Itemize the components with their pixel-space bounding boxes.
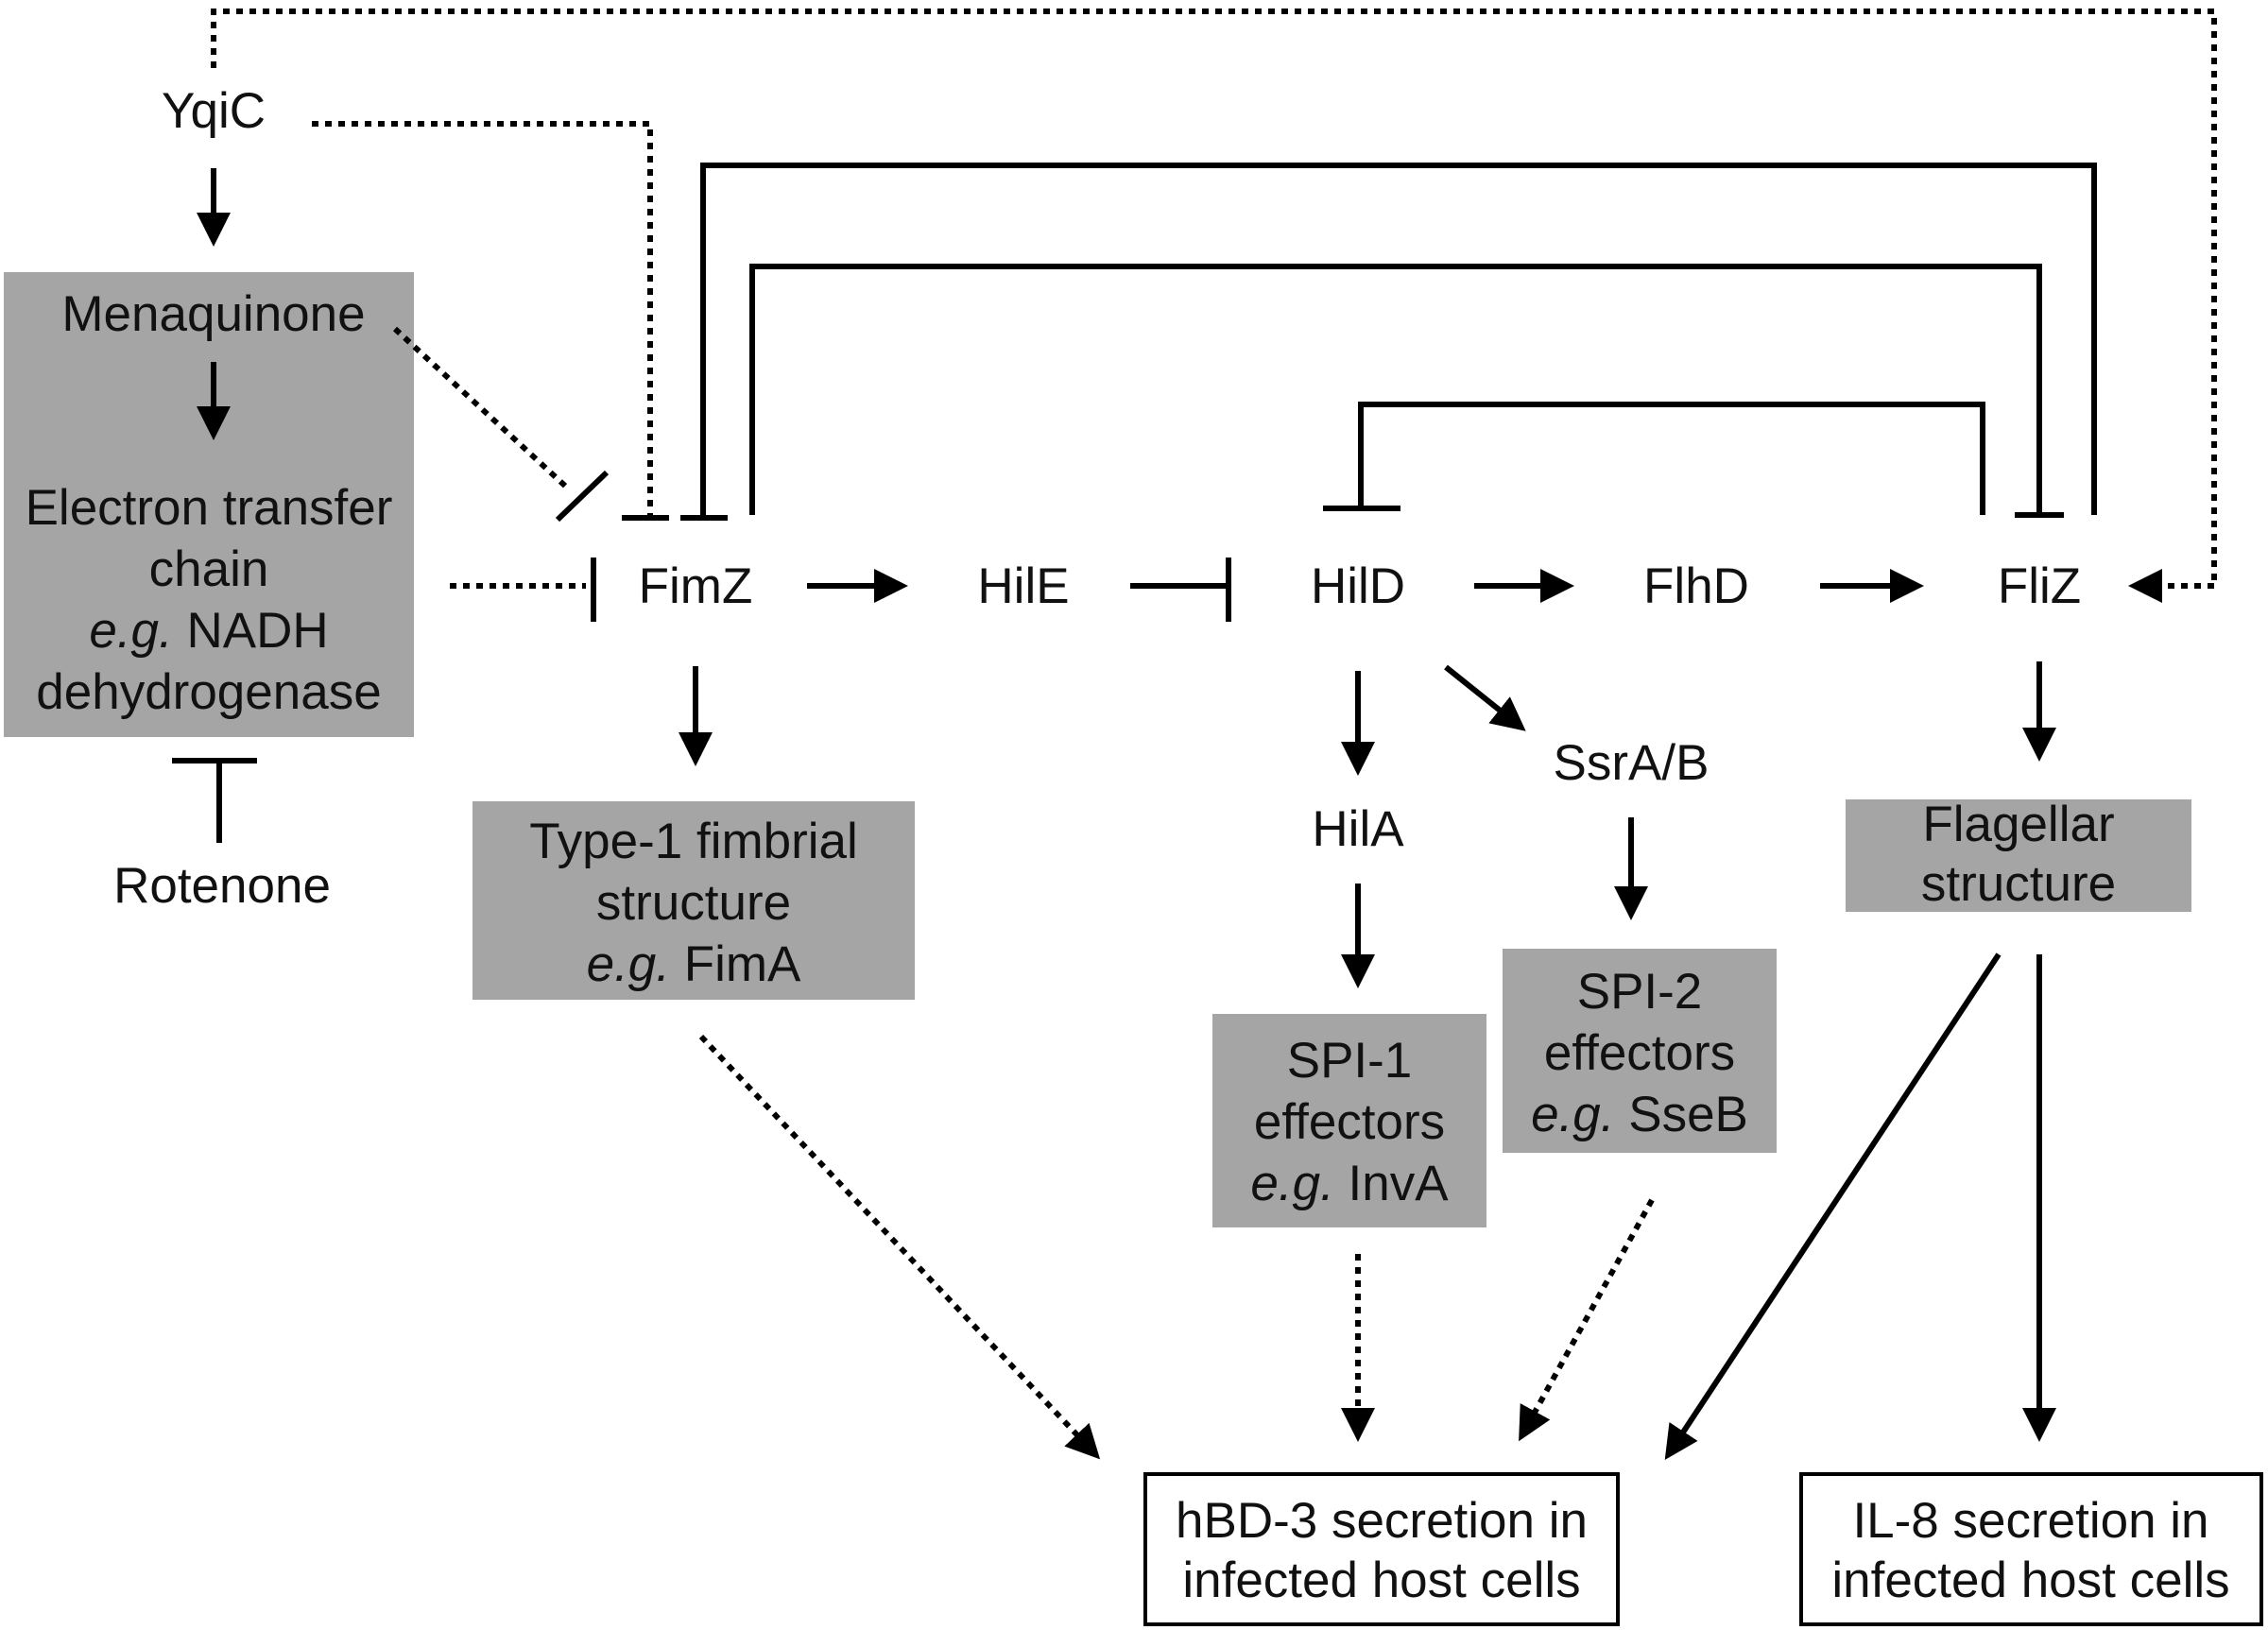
spi2-label-line1: SPI-2 [1577,964,1703,1020]
menaquinone-fimz-dotted-inhibition [392,326,570,490]
spi2-label-line2: effectors [1544,1025,1735,1081]
spi1-label-line1: SPI-1 [1287,1033,1413,1089]
menaquinone-label: Menaquinone [61,286,365,342]
il8-secretion-box [1799,1472,2263,1626]
spi2-effectors-box [1503,949,1777,1153]
hild-to-ssrab-arrow [1444,664,1526,731]
yqic-to-fliz-dotted-loop [211,9,2217,586]
fliz-fimz-inhibition-outer [700,163,2097,518]
hile-label: HilE [977,558,1069,614]
menaquinone-fimz-inhibition-bar [555,470,610,523]
fimz-fliz-inhibition-inner [749,264,2042,515]
flagellar-label-line1: Flagellar [1922,797,2114,852]
hbd3-label-line2: infected host cells [1182,1553,1580,1608]
spi1-label-line2: effectors [1254,1094,1445,1150]
yqic-label: YqiC [162,83,266,139]
hild-label: HilD [1311,558,1405,614]
spi1-label-line3: e.g. InvA [1250,1156,1449,1211]
flagellar-label-line2: structure [1921,856,2116,912]
fliz-hild-inhibition [1358,402,1985,515]
yqic-fimz-dotted-inhibition [312,121,653,518]
ssrab-label: SsrA/B [1554,735,1710,791]
fimz-label: FimZ [639,558,753,614]
etc-label-line2: chain [149,541,269,597]
hila-label: HilA [1312,801,1404,857]
spi2-to-hbd3-dotted-arrow [1519,1198,1655,1442]
etc-label-line3: e.g. NADH [89,603,328,659]
spi1-effectors-box [1212,1014,1486,1227]
il8-label-line1: IL-8 secretion in [1852,1493,2208,1549]
rotenone-label: Rotenone [113,858,331,914]
fliz-label: FliZ [1998,558,2081,614]
flagellar-structure-box [1846,799,2191,912]
type1-label-line1: Type-1 fimbrial [529,814,858,869]
hbd3-secretion-box [1143,1472,1620,1626]
etc-label-line4: dehydrogenase [36,664,381,720]
type1-to-hbd3-dotted-arrow [698,1034,1101,1460]
etc-label-line1: Electron transfer [26,480,393,536]
flhd-label: FlhD [1643,558,1749,614]
spi2-label-line3: e.g. SseB [1531,1087,1748,1142]
hbd3-label-line1: hBD-3 secretion in [1176,1493,1588,1549]
il8-label-line2: infected host cells [1831,1553,2229,1608]
type1-label-line2: structure [596,875,791,931]
flagellar-to-hbd3-arrow [1664,952,2002,1461]
type1-label-line3: e.g. FimA [587,936,801,992]
etc-box [4,272,414,737]
type1-fimbrial-box [472,801,915,1000]
